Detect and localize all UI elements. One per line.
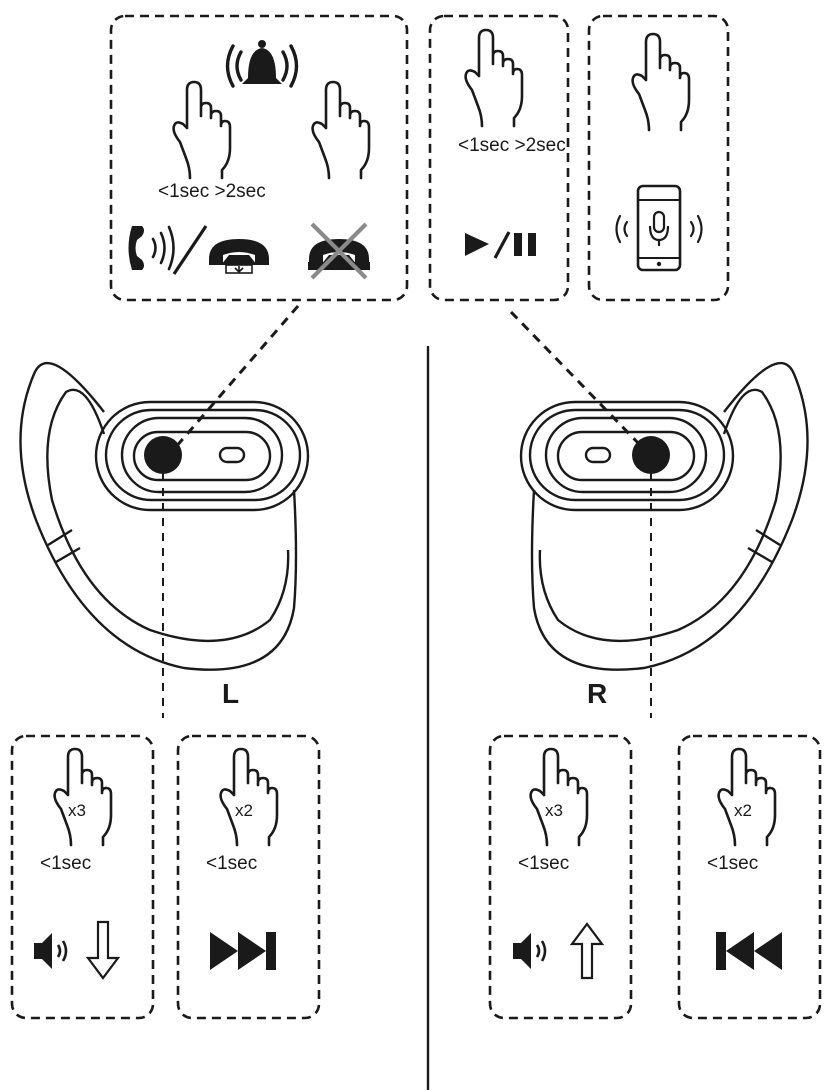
right-multifunction-button[interactable]: [632, 436, 670, 474]
previous-track-panel: [677, 734, 822, 1020]
voice-assistant-phone-icon: [615, 184, 703, 272]
previous-track-icon: [716, 932, 782, 970]
left-multifunction-button[interactable]: [144, 436, 182, 474]
next-track-icon: [210, 932, 276, 970]
finger-tap-icon: [631, 32, 691, 132]
ringing-bell-icon: [225, 40, 299, 88]
tap-timing-label: <1sec: [518, 853, 570, 874]
finger-tap-icon: [172, 80, 232, 180]
tap-count-label: x3: [68, 801, 86, 820]
tap-count-label: x2: [734, 801, 752, 820]
reject-call-icon: [308, 222, 370, 280]
finger-triple-tap-icon: [53, 747, 113, 847]
tap-timing-label: <1sec: [40, 853, 92, 874]
tap-timing-label: <1sec: [206, 853, 258, 874]
right-button-connector: [509, 310, 645, 450]
volume-down-icon: [32, 920, 121, 980]
voice-assistant-panel: [587, 14, 730, 302]
hang-up-icon: [209, 239, 269, 274]
play-pause-icon: [465, 231, 536, 259]
hold-panel-timing-label: <1sec >2sec: [158, 181, 266, 202]
finger-tap-icon: [464, 28, 524, 128]
volume-down-panel: [10, 734, 155, 1020]
left-earbud-label: L: [222, 678, 240, 709]
volume-up-panel: [488, 734, 633, 1020]
volume-up-icon: [511, 922, 605, 980]
tap-timing-label: <1sec: [707, 853, 759, 874]
right-earbud-label: R: [587, 678, 608, 709]
left-button-connector: [173, 305, 300, 449]
answer-call-icon: [128, 225, 208, 275]
finger-double-tap-icon: [717, 747, 777, 847]
finger-triple-tap-icon: [529, 747, 589, 847]
finger-hold-icon: [311, 80, 371, 180]
play-pause-timing-label: <1sec >2sec: [458, 135, 566, 156]
next-track-panel: [176, 734, 321, 1020]
right-earbud: [519, 362, 809, 671]
left-earbud: [19, 362, 310, 671]
tap-count-label: x3: [545, 801, 563, 820]
play-pause-panel: [428, 14, 570, 302]
tap-count-label: x2: [235, 801, 253, 820]
finger-double-tap-icon: [219, 747, 279, 847]
